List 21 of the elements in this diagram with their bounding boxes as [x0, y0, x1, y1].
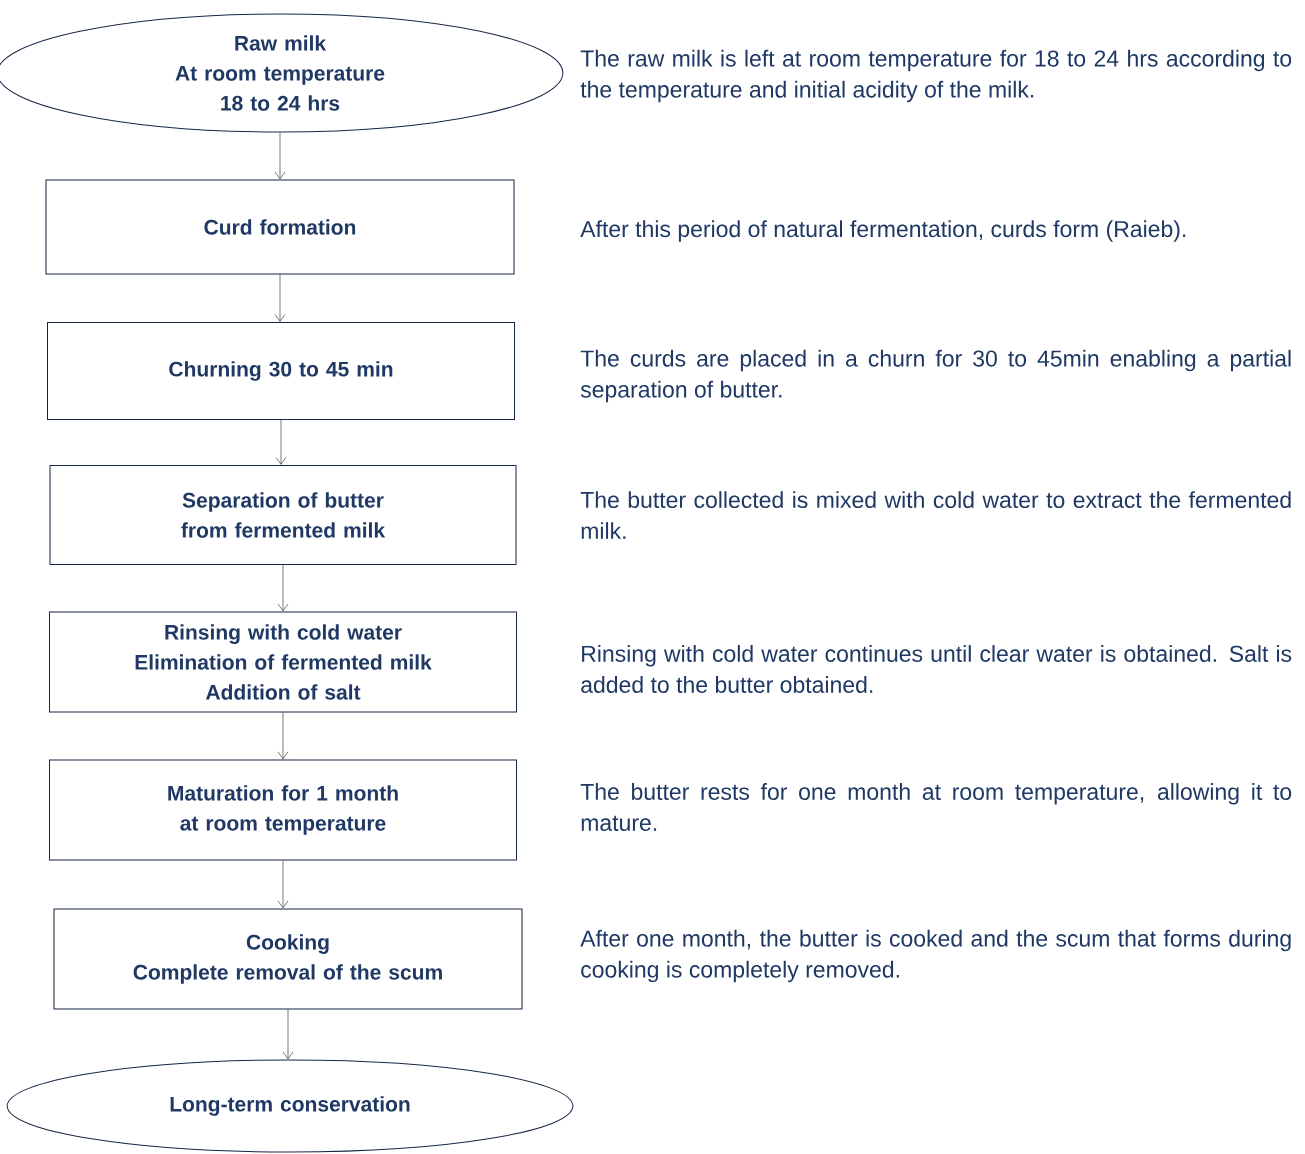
description-text: The butter rests for one month at room temperature, allowing it to mature. [580, 783, 1292, 831]
description-text: After this period of natural fermentation, curds form (Raieb). [580, 220, 1186, 242]
description-text: The raw milk is left at room temperature for 18 to 24 hrs according to the temperature and initial acidity of the milk. [580, 49, 1292, 103]
process-box: Maturation for 1 month at room temperature [49, 759, 517, 861]
arrow [277, 564, 289, 612]
arrow [275, 419, 287, 465]
description-text: The butter collected is mixed with cold water to extract the fermented milk. [580, 491, 1291, 539]
arrow [282, 1009, 294, 1060]
ellipse-node: Long-term conservation [6, 1059, 574, 1153]
description-text: The curds are placed in a churn for 30 to 45min enabling a partial separation of butter. [580, 349, 1291, 403]
arrow [277, 712, 289, 760]
process-box: Rinsing with cold water Elimination of fermented milk Addition of salt [49, 611, 517, 713]
process-box: Cooking Complete removal of the scum [53, 908, 523, 1010]
process-box: Separation of butter from fermented milk [49, 465, 517, 565]
process-box: Curd formation [45, 179, 515, 275]
description-text: Rinsing with cold water continues until clear water is obtained. Salt is added to the butter obtained. [581, 645, 1292, 693]
arrow [277, 860, 289, 909]
arrow [274, 274, 286, 322]
process-box: Churning 30 to 45 min [47, 322, 515, 420]
arrow [274, 132, 286, 180]
description-text: After one month, the butter is cooked and the scum that forms during cooking is completely removed. [580, 929, 1291, 983]
